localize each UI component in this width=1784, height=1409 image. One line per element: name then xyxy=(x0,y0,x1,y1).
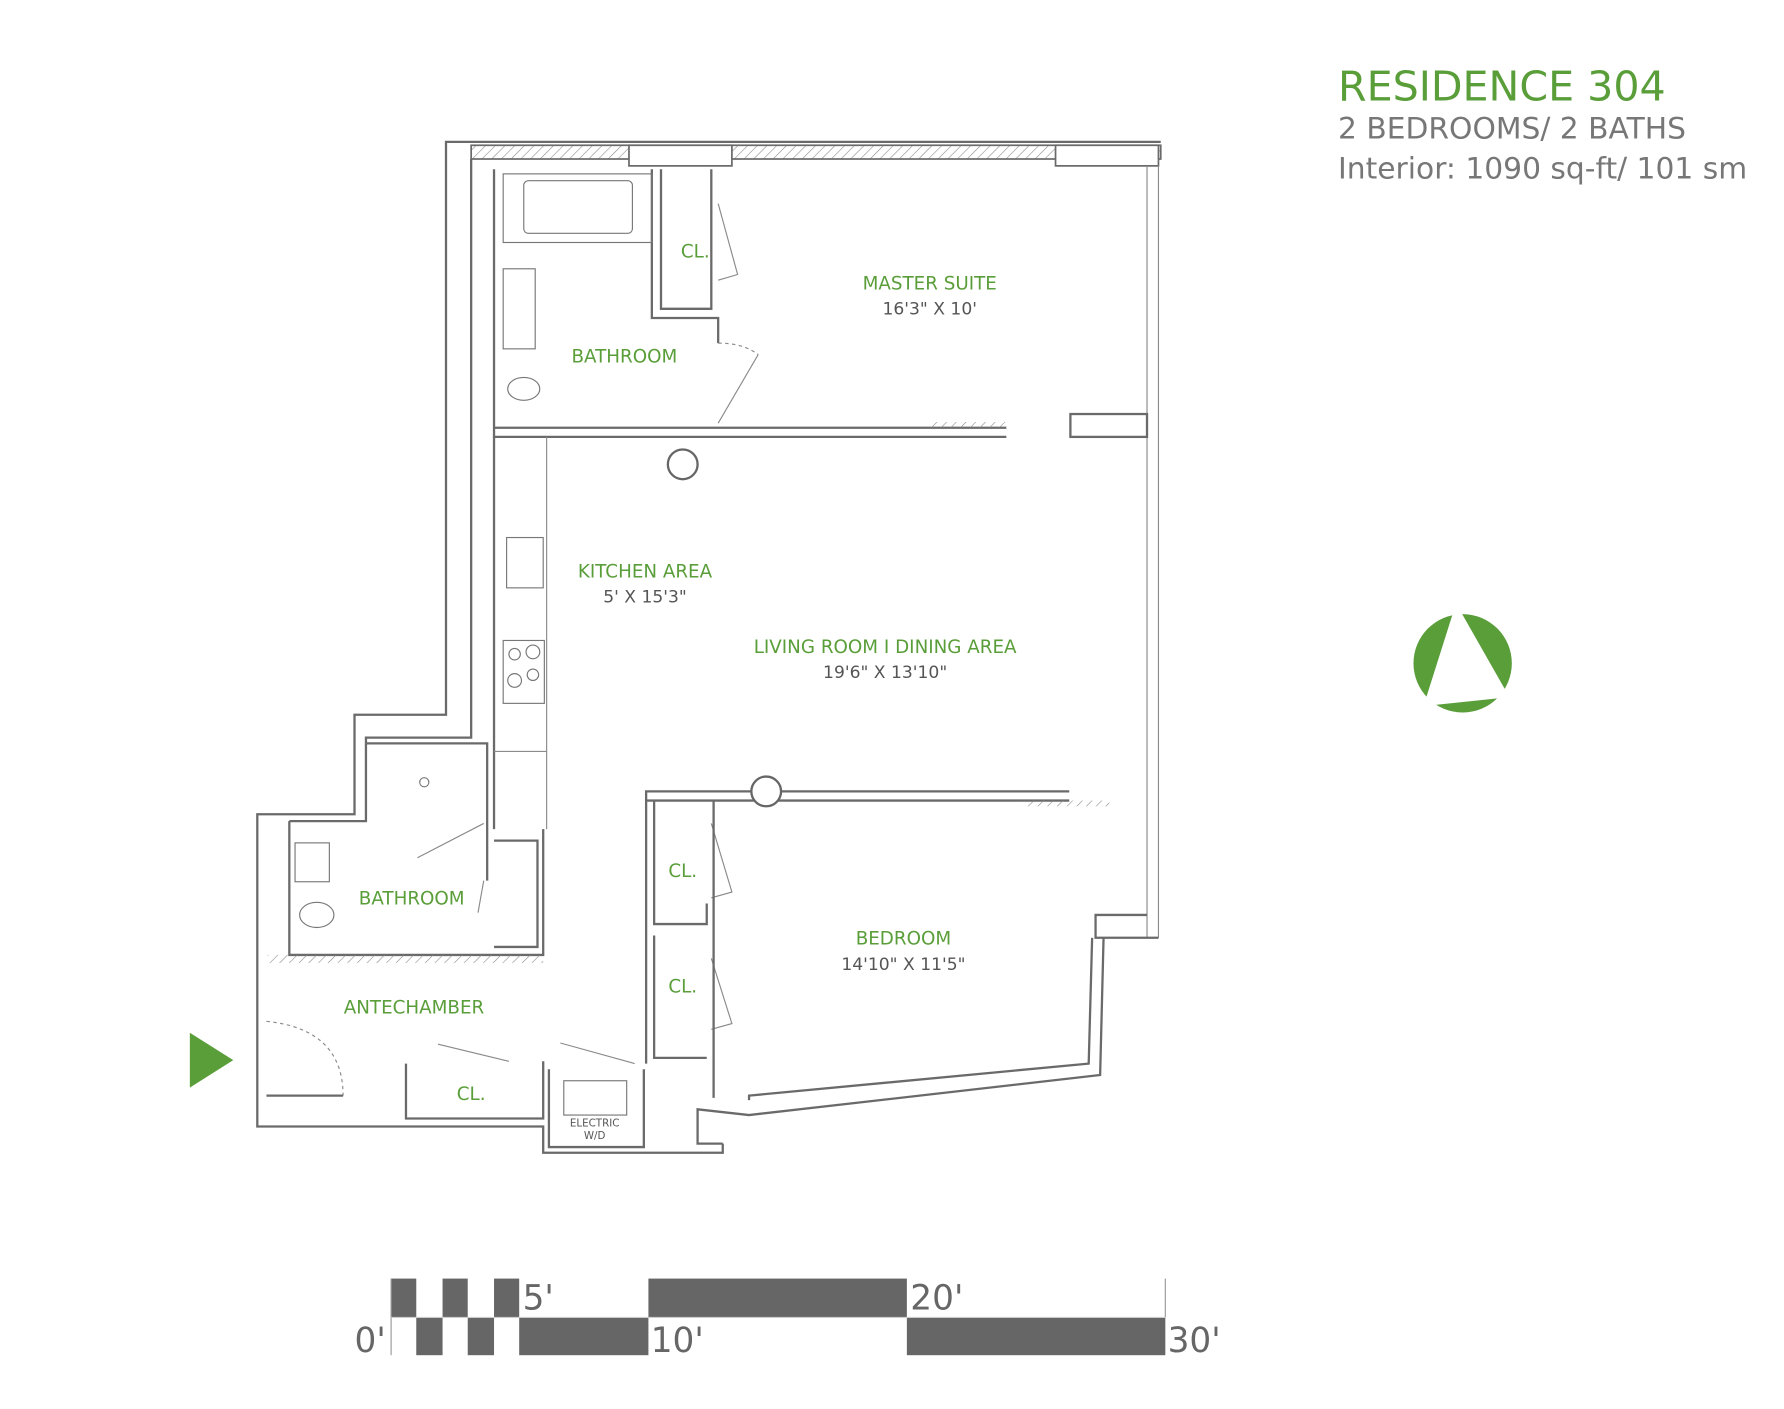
exterior-walls xyxy=(256,140,1162,1154)
room-label-bedroom-closet-2: CL. xyxy=(668,977,697,998)
room-label-antechamber: ANTECHAMBER xyxy=(344,997,485,1018)
room-dims-living: 19'6" X 13'10" xyxy=(823,663,947,683)
residence-layout: 2 BEDROOMS/ 2 BATHS xyxy=(1338,111,1686,146)
room-label-bathroom2: BATHROOM xyxy=(359,889,465,910)
scale-label-5: 5' xyxy=(523,1278,554,1318)
residence-interior-area: Interior: 1090 sq-ft/ 101 sm xyxy=(1338,151,1747,186)
laundry-label-1: ELECTRIC xyxy=(570,1117,620,1129)
scale-label-30: 30' xyxy=(1168,1321,1221,1361)
room-label-bedroom-closet-1: CL. xyxy=(668,861,697,882)
scale-label-0: 0' xyxy=(355,1321,386,1361)
room-label-kitchen: KITCHEN AREA xyxy=(578,562,713,583)
scale-label-20: 20' xyxy=(910,1278,963,1318)
interior-walls xyxy=(266,169,1149,1149)
room-dims-master-suite: 16'3" X 10' xyxy=(882,300,976,320)
laundry-label-2: W/D xyxy=(584,1130,606,1142)
room-dims-bedroom: 14'10" X 11'5" xyxy=(841,955,965,975)
scale-label-10: 10' xyxy=(651,1321,704,1361)
fixtures xyxy=(294,173,783,1116)
room-label-living: LIVING ROOM I DINING AREA xyxy=(754,637,1017,658)
room-label-master-bathroom: BATHROOM xyxy=(572,347,678,368)
room-dims-kitchen: 5' X 15'3" xyxy=(603,588,687,608)
room-label-master-suite: MASTER SUITE xyxy=(863,273,997,294)
entry-arrow-icon xyxy=(189,1032,234,1088)
room-label-ante-closet: CL. xyxy=(457,1084,486,1105)
north-compass-icon xyxy=(1413,603,1512,713)
scale-bar xyxy=(390,1278,1166,1356)
room-label-bedroom: BEDROOM xyxy=(856,929,951,950)
residence-title: RESIDENCE 304 xyxy=(1338,63,1666,111)
room-label-master-closet: CL. xyxy=(681,241,710,262)
